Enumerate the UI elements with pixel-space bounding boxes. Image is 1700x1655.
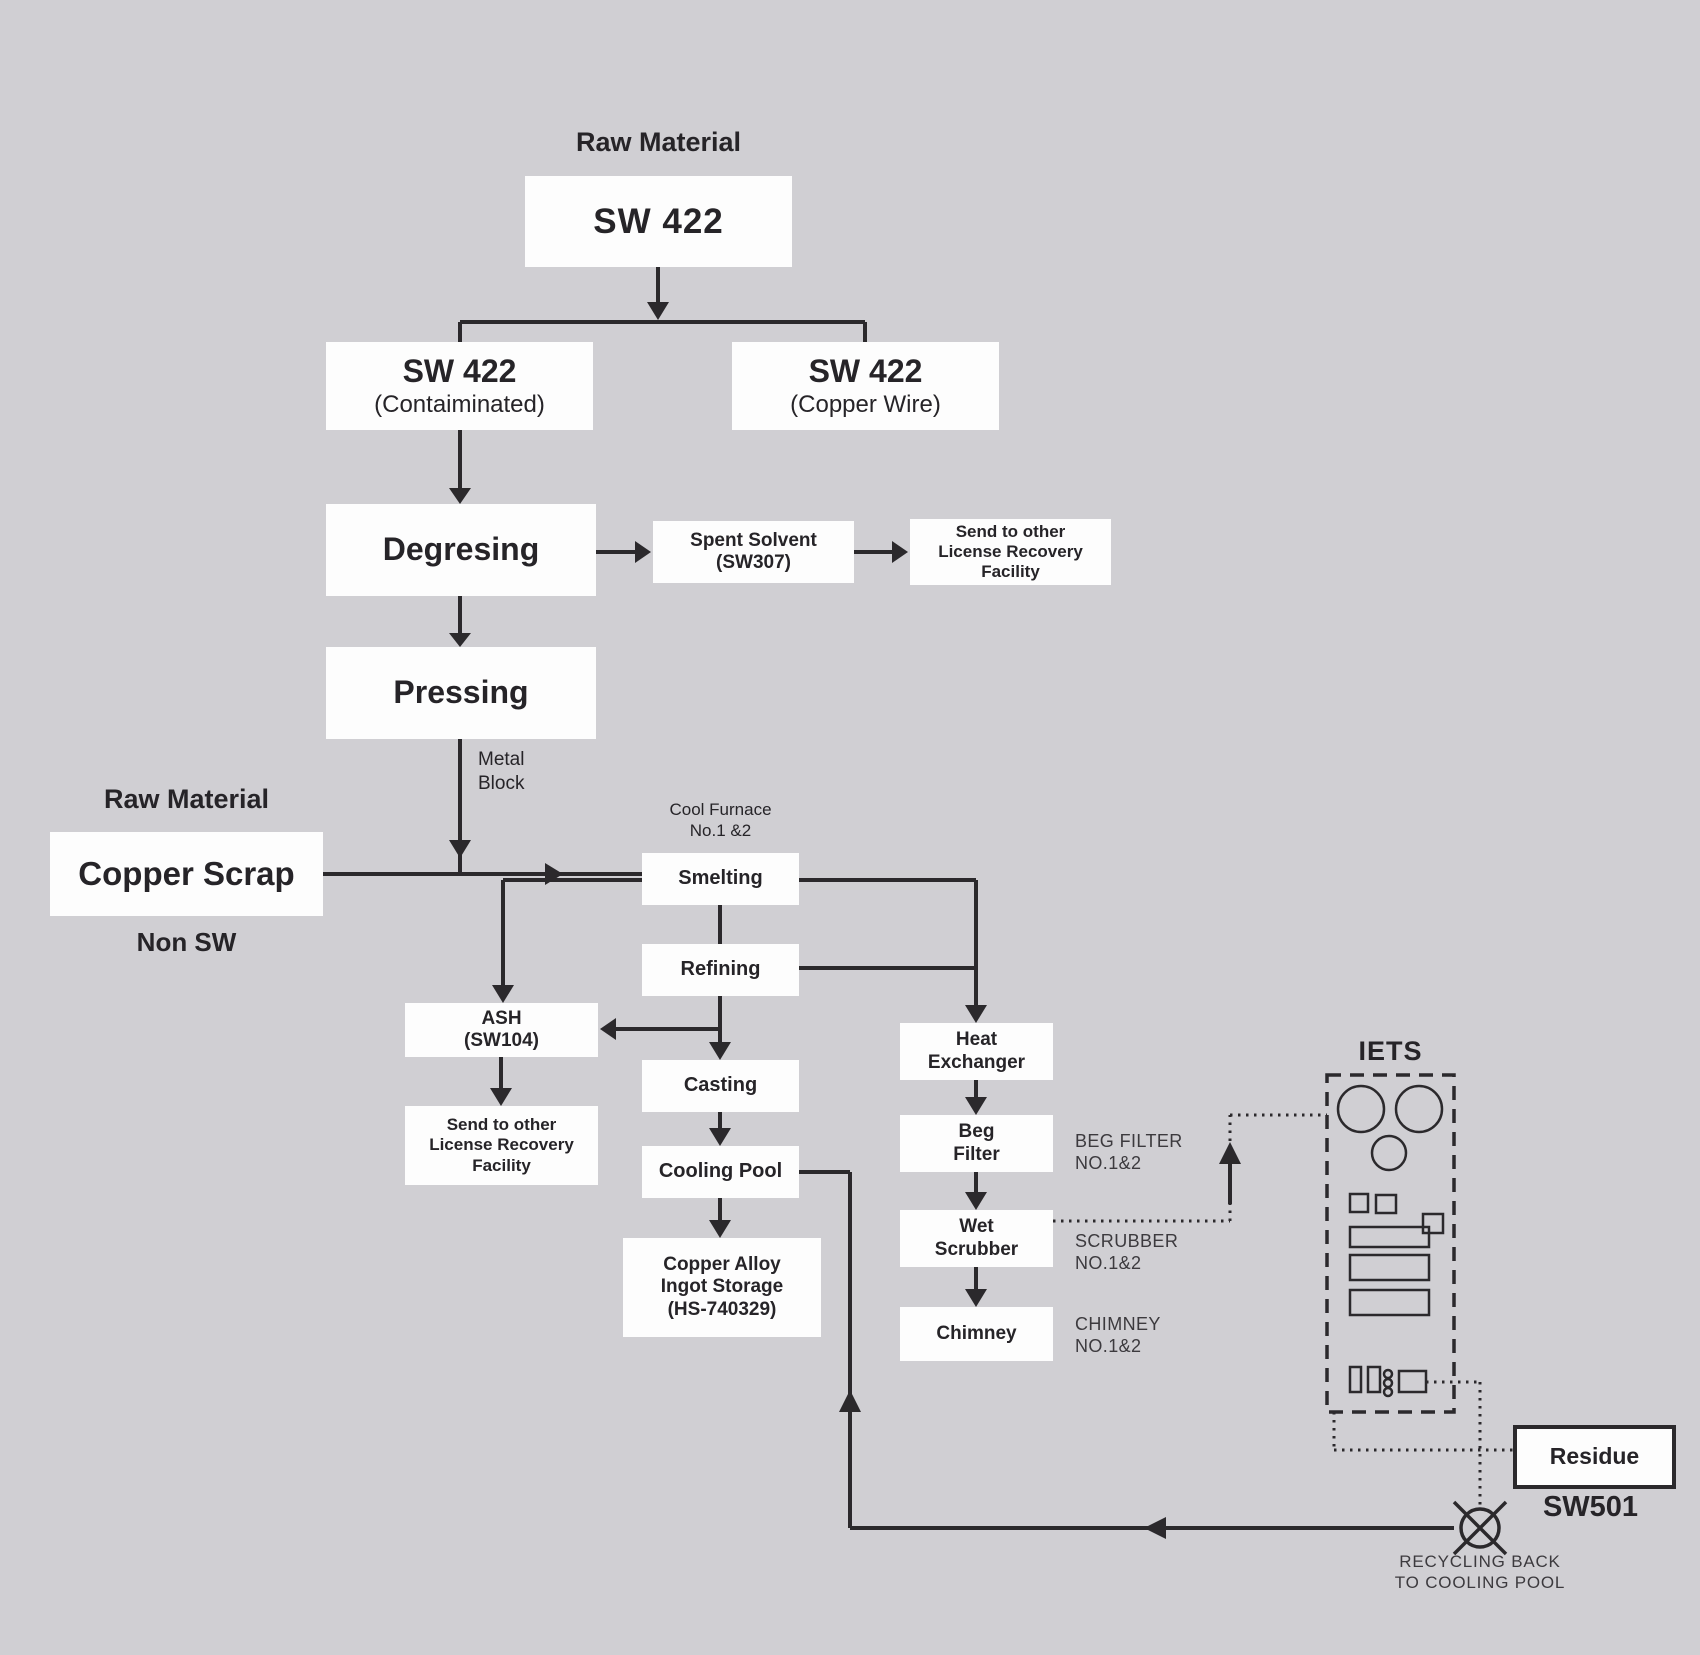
node-sw422-contaminated-subtitle: (Contaiminated) bbox=[374, 390, 545, 418]
node-copper-scrap: Copper Scrap bbox=[50, 832, 323, 916]
node-heat-exchanger: Heat Exchanger bbox=[900, 1023, 1053, 1080]
node-beg-filter: Beg Filter bbox=[900, 1115, 1053, 1172]
scrubber-note: SCRUBBER NO.1&2 bbox=[1075, 1230, 1179, 1274]
beg-filter-note: BEG FILTER NO.1&2 bbox=[1075, 1130, 1183, 1174]
ash-feed-connector bbox=[492, 878, 642, 1003]
recycle-return-connector bbox=[799, 1170, 1454, 1539]
node-chimney: Chimney bbox=[900, 1307, 1053, 1361]
raw-material-left-label: Raw Material bbox=[103, 784, 270, 815]
sw422-split-connector bbox=[458, 267, 867, 342]
node-sw422-copper-wire-title: SW 422 bbox=[808, 352, 923, 389]
node-cooling-pool: Cooling Pool bbox=[642, 1146, 799, 1198]
node-wet-scrubber: Wet Scrubber bbox=[900, 1210, 1053, 1267]
ash-recovery-connector bbox=[490, 1057, 512, 1106]
iets-output-dotted-links bbox=[1332, 1380, 1513, 1509]
iets-label: IETS bbox=[1358, 1036, 1423, 1067]
node-residue: Residue bbox=[1513, 1425, 1676, 1489]
metal-block-label: Metal Block bbox=[478, 749, 525, 794]
filter-column-connectors bbox=[965, 1080, 987, 1307]
node-copper-alloy-storage: Copper Alloy Ingot Storage (HS-740329) bbox=[623, 1238, 821, 1337]
fume-connectors bbox=[799, 878, 987, 1023]
left-column-connectors bbox=[449, 430, 471, 874]
chimney-note: CHIMNEY NO.1&2 bbox=[1075, 1313, 1161, 1357]
node-refining: Refining bbox=[642, 944, 799, 996]
node-smelting: Smelting bbox=[642, 853, 799, 905]
node-sw422: SW 422 bbox=[525, 176, 792, 267]
raw-material-top-label: Raw Material bbox=[575, 127, 742, 158]
node-send-recovery-top: Send to other License Recovery Facility bbox=[910, 519, 1111, 585]
node-send-recovery-left: Send to other License Recovery Facility bbox=[405, 1106, 598, 1185]
scrubber-iets-dotted-link bbox=[1053, 1113, 1327, 1223]
node-ash: ASH (SW104) bbox=[405, 1003, 598, 1057]
iets-treatment-plant-icon bbox=[1325, 1073, 1456, 1414]
cooling-connectors bbox=[709, 1112, 731, 1238]
solvent-connectors bbox=[596, 541, 908, 563]
casting-connectors bbox=[600, 996, 731, 1060]
non-sw-label: Non SW bbox=[136, 926, 237, 957]
recycle-valve-icon bbox=[1452, 1500, 1508, 1556]
node-pressing: Pressing bbox=[326, 647, 596, 739]
sw501-label: SW501 bbox=[1542, 1490, 1639, 1523]
cool-furnace-label: Cool Furnace No.1 &2 bbox=[669, 799, 772, 840]
node-degresing: Degresing bbox=[326, 504, 596, 596]
node-sw422-copper-wire-subtitle: (Copper Wire) bbox=[790, 390, 941, 418]
node-sw422-copper-wire: SW 422 (Copper Wire) bbox=[732, 342, 999, 430]
node-casting: Casting bbox=[642, 1060, 799, 1112]
node-spent-solvent: Spent Solvent (SW307) bbox=[653, 521, 854, 583]
recycling-back-label: RECYCLING BACK TO COOLING POOL bbox=[1394, 1551, 1566, 1592]
node-sw422-contaminated: SW 422 (Contaiminated) bbox=[326, 342, 593, 430]
node-sw422-contaminated-title: SW 422 bbox=[402, 352, 517, 389]
